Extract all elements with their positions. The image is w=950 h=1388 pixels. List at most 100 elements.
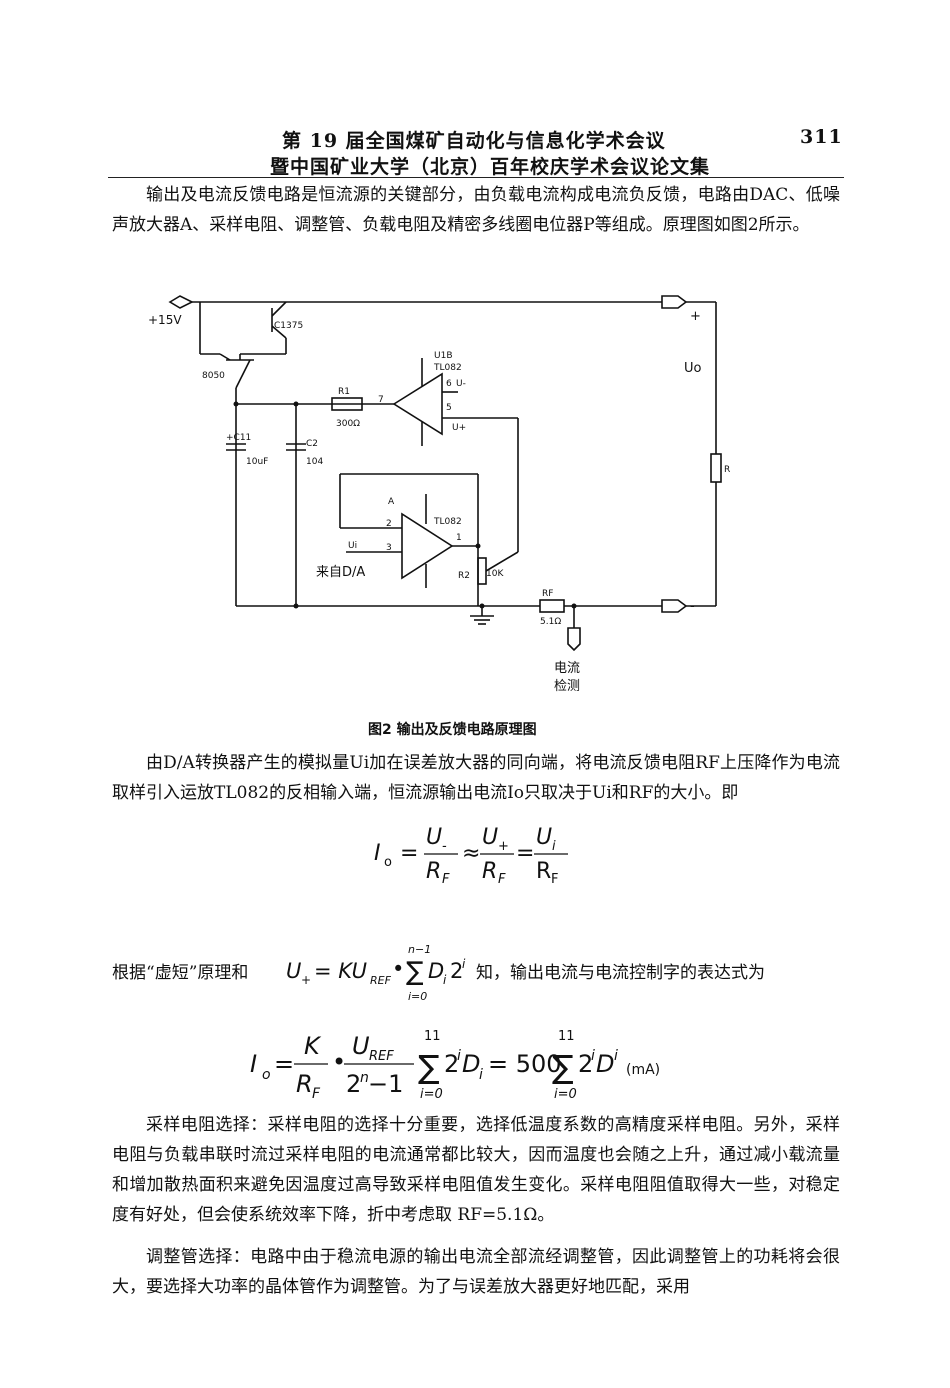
supply-label: +15V xyxy=(148,313,182,327)
running-header-line1: 第 19 届全国煤矿自动化与信息化学术会议 xyxy=(282,130,666,152)
inline-eq: = KU xyxy=(314,959,367,983)
supply-terminal xyxy=(168,295,194,309)
eq2-den-tail: −1 xyxy=(368,1070,403,1098)
eq2-den-sup: n xyxy=(360,1070,369,1086)
eq1-t1-den-sub: F xyxy=(442,872,450,886)
u1b-opamp xyxy=(392,372,443,436)
output-plus-terminal xyxy=(661,295,688,309)
eq2-dot: • xyxy=(332,1048,346,1076)
eq2-term2-sup: i xyxy=(591,1048,595,1064)
eq1-t3-den-sub: F xyxy=(551,872,558,886)
pin2-label: 2 xyxy=(386,519,392,529)
rf-label: RF xyxy=(542,589,553,599)
output-minus-label: - xyxy=(690,599,695,614)
amp-a-opamp xyxy=(401,512,454,580)
eq2-uref: U xyxy=(352,1032,370,1060)
inline-two-sup: i xyxy=(462,957,466,971)
eq2-rf: R xyxy=(296,1070,313,1098)
uo-label: Uo xyxy=(684,361,702,376)
r2-label: R2 xyxy=(458,571,470,581)
eq1-t3-den: R xyxy=(536,859,551,884)
header-rule xyxy=(108,177,844,178)
eq1-t2-num-sub: + xyxy=(498,839,509,854)
paragraph-regulating-transistor: 调整管选择：电路中由于稳流电源的输出电流全部流经调整管，因此调整管上的功耗将会很… xyxy=(112,1247,840,1297)
current-detect-label-2: 检测 xyxy=(554,679,580,694)
eq2-lhs-sub: o xyxy=(262,1067,271,1083)
c2-label: C2 xyxy=(306,439,318,449)
eq1-t1-den: R xyxy=(426,859,441,884)
eq2-term2-tail-sup: i xyxy=(614,1048,618,1064)
r2-potentiometer xyxy=(477,557,487,585)
eq1-lhs: I xyxy=(374,841,381,866)
c2-value-label: 104 xyxy=(306,457,323,467)
pin5-label: 5 xyxy=(446,403,452,413)
inline-formula-u-plus: U + = KU REF • n−1 ∑ i=0 D i 2 i xyxy=(286,943,466,1003)
current-detect-terminal xyxy=(567,627,581,652)
eq2-term2-tail: D xyxy=(596,1050,614,1078)
eq2-sum1-top: 11 xyxy=(424,1029,441,1044)
from-da-label: 来自D/A xyxy=(316,565,365,580)
rl-resistor xyxy=(710,453,722,483)
pin1-label: 1 xyxy=(456,533,462,543)
eq1-equals: = xyxy=(400,841,418,866)
r1-resistor xyxy=(331,397,363,411)
eq1-t2-num: U xyxy=(482,825,498,850)
eq2-sum2-bot: i=0 xyxy=(554,1087,577,1102)
eq1-approx: ≈ xyxy=(462,841,480,866)
pin7-label: 7 xyxy=(378,395,384,405)
running-header-line2: 暨中国矿业大学（北京）百年校庆学术会议论文集 xyxy=(270,156,711,178)
eq2-term1-tail-sub: i xyxy=(479,1067,483,1083)
eq2-uref-sub: REF xyxy=(369,1049,394,1064)
circuit-diagram: +15V C1375 8050 U1B TL082 6 U- 7 5 U+ R1… xyxy=(148,295,730,694)
amp-a-type-label: TL082 xyxy=(433,517,462,527)
page-number: 311 xyxy=(800,126,843,148)
inline-lhs: U xyxy=(286,959,301,983)
eq1-t2-den: R xyxy=(482,859,497,884)
paragraph-sampling-resistor: 采样电阻选择：采样电阻的选择十分重要，选择低温度系数的高精度采样电阻。另外，采样… xyxy=(112,1115,840,1225)
r1-label: R1 xyxy=(338,387,350,397)
u1b-label: U1B xyxy=(434,351,453,361)
eq2-rf-sub: F xyxy=(312,1086,321,1102)
c11-value-label: 10uF xyxy=(246,457,268,467)
eq2-term2: 2 xyxy=(578,1050,593,1078)
equation-output-current: I o = U - R F ≈ U + R F = U i R F xyxy=(374,825,568,886)
eq2-term1-tail: D xyxy=(462,1050,480,1078)
eq2-equals: = xyxy=(274,1050,294,1078)
eq2-lhs: I xyxy=(250,1050,257,1078)
rf-value-label: 5.1Ω xyxy=(540,617,561,627)
eq2-unit: (mA) xyxy=(626,1062,660,1078)
eq2-den: 2 xyxy=(346,1070,361,1098)
rl-label: RL xyxy=(724,465,730,475)
inline-two: 2 xyxy=(450,959,463,983)
eq1-eq: = xyxy=(516,841,534,866)
r1-value-label: 300Ω xyxy=(336,419,360,429)
eq1-t3-num-sub: i xyxy=(552,839,556,854)
eq1-t3-num: U xyxy=(536,825,552,850)
inline-lhs-sub: + xyxy=(301,973,311,987)
inline-term: D xyxy=(428,959,444,983)
ui-label: Ui xyxy=(348,541,357,551)
eq2-sigma2: ∑ xyxy=(552,1048,574,1086)
q1-label: C1375 xyxy=(274,321,303,331)
inline-dot: • xyxy=(392,957,404,981)
inline-sigma: ∑ xyxy=(406,957,424,987)
eq1-t1-num: U xyxy=(426,825,442,850)
inline-ref-sub: REF xyxy=(370,974,392,987)
eq2-term1-sup: i xyxy=(457,1048,461,1064)
paragraph-virtual-short-prefix: 根据“虚短”原理和 xyxy=(112,963,249,983)
paragraph-virtual-short-suffix: 知，输出电流与电流控制字的表达式为 xyxy=(476,963,765,983)
eq2-term1: 2 xyxy=(444,1050,459,1078)
u-plus-label: U+ xyxy=(452,423,466,433)
equation-control-word: I o = K R F • U REF 2 n −1 11 ∑ i=0 2 i … xyxy=(250,1029,660,1102)
inline-sum-top: n−1 xyxy=(408,943,431,956)
pin3-label: 3 xyxy=(386,543,392,553)
eq2-k: K xyxy=(304,1032,322,1060)
inline-term-sub: i xyxy=(443,973,447,987)
current-detect-label-1: 电流 xyxy=(554,661,580,676)
output-minus-terminal xyxy=(661,599,688,613)
rf-resistor xyxy=(539,599,565,613)
eq1-t2-den-sub: F xyxy=(498,872,506,886)
q2-label: 8050 xyxy=(202,371,225,381)
eq1-lhs-sub: o xyxy=(384,855,392,870)
c11-label: +C11 xyxy=(226,433,251,443)
